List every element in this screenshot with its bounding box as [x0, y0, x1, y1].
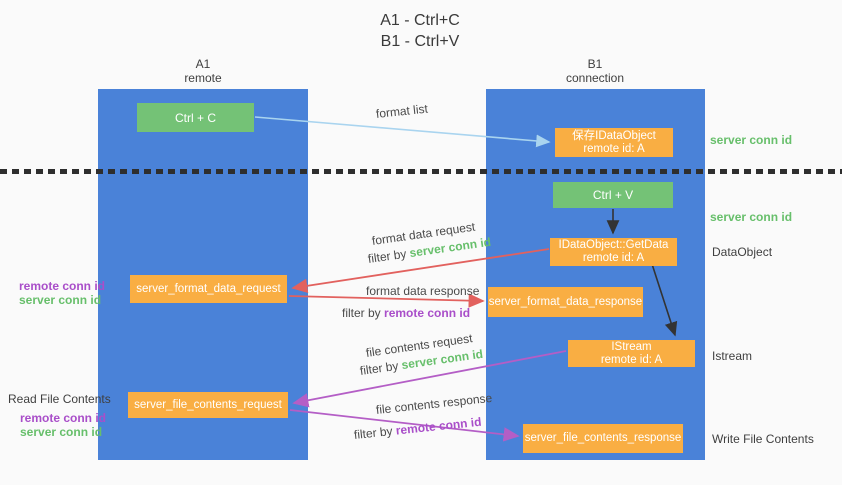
title-line-1: A1 - Ctrl+C [380, 12, 460, 29]
server-format-data-request-label: server_format_data_request [136, 282, 281, 295]
server-conn-id-left-bottom: server conn id [20, 425, 103, 439]
write-file-contents-label: Write File Contents [712, 432, 814, 446]
filter-by-remote-conn-id-label-1: filter by remote conn id [342, 306, 470, 320]
arrow-file-contents-response [289, 409, 520, 442]
save-idataobject-line2: remote id: A [583, 142, 645, 155]
column-header-a1: A1 remote [123, 57, 283, 85]
server-file-contents-response-label: server_file_contents_response [524, 432, 682, 444]
ctrl-c-box: Ctrl + C [137, 103, 254, 132]
arrow-format-data-response [288, 293, 485, 308]
server-file-contents-request-box: server_file_contents_request [128, 392, 288, 418]
ctrl-c-label: Ctrl + C [174, 110, 216, 125]
ctrl-v-label: Ctrl + V [592, 188, 634, 202]
server-conn-id-left-mid: server conn id [19, 293, 102, 307]
server-conn-id-right-top: server conn id [710, 133, 793, 147]
save-idataobject-line1: 保存IDataObject [572, 129, 656, 142]
istream-line1: IStream [611, 340, 652, 353]
arrow-getdata-to-istream [651, 263, 678, 337]
istream-box: IStream remote id: A [568, 340, 695, 367]
column-b1-id: B1 [587, 57, 603, 71]
column-a1-id: A1 [195, 57, 211, 71]
istream-side-label: Istream [712, 349, 753, 363]
diagram-title: A1 - Ctrl+C B1 - Ctrl+V [330, 10, 510, 52]
server-format-data-request-box: server_format_data_request [130, 275, 287, 303]
dashed-separator [0, 169, 842, 174]
title-line-2: B1 - Ctrl+V [380, 33, 460, 50]
server-file-contents-response-box: server_file_contents_response [523, 424, 683, 453]
column-header-b1: B1 connection [515, 57, 675, 85]
idataobject-getdata-box: IDataObject::GetData remote id: A [550, 238, 677, 266]
filter-by-text: filter by [342, 306, 381, 320]
read-file-contents-label: Read File Contents [8, 392, 111, 406]
column-a1-role: remote [184, 71, 222, 85]
arrow-file-contents-request [292, 350, 567, 408]
remote-conn-id-left-mid: remote conn id [19, 279, 106, 293]
column-b1-role: connection [565, 71, 625, 85]
format-data-response-label: format data response [366, 284, 480, 298]
server-file-contents-request-label: server_file_contents_request [134, 398, 282, 411]
getdata-line1: IDataObject::GetData [558, 239, 669, 251]
getdata-line2: remote id: A [582, 252, 645, 264]
server-format-data-response-box: server_format_data_response [488, 287, 643, 317]
dataobject-label: DataObject [712, 245, 773, 259]
ctrl-v-box: Ctrl + V [553, 182, 673, 208]
server-conn-id-right-mid: server conn id [710, 210, 793, 224]
istream-line2: remote id: A [600, 353, 663, 366]
remote-conn-id-left-bottom: remote conn id [20, 411, 107, 425]
remote-conn-id-text: remote conn id [384, 306, 471, 320]
arrow-format-data-request [291, 248, 550, 293]
save-idataobject-box: 保存IDataObject remote id: A [555, 128, 673, 157]
arrow-format-list [254, 116, 551, 148]
server-format-data-response-label: server_format_data_response [488, 295, 643, 308]
